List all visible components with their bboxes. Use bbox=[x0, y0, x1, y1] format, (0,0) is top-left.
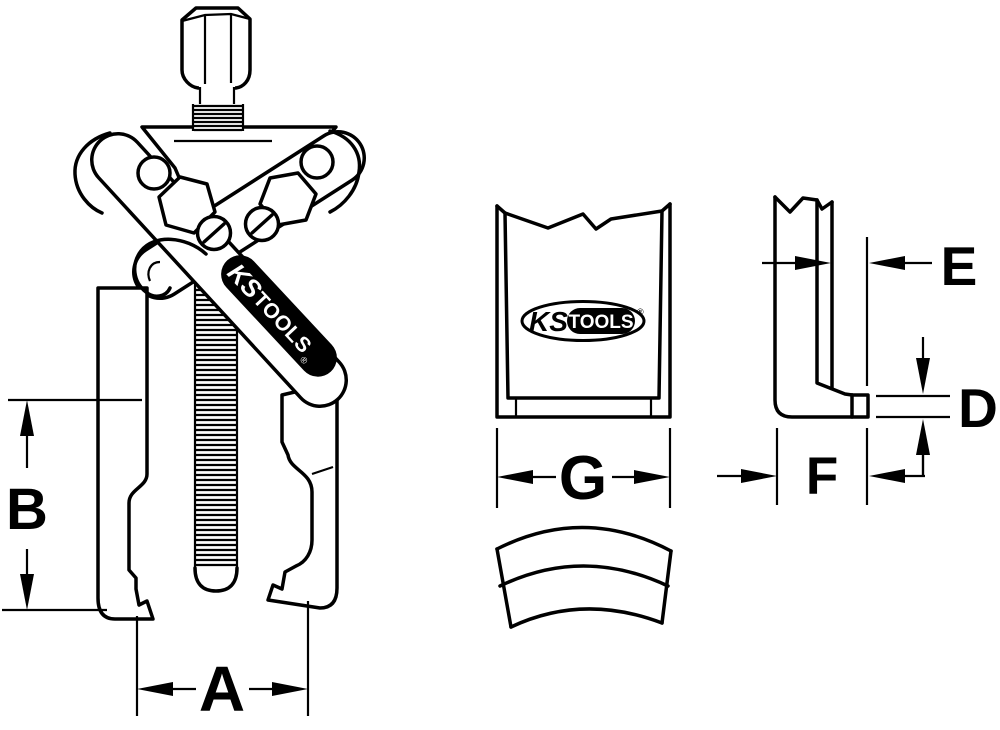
dimension-a: A bbox=[135, 601, 310, 725]
dimension-e: E bbox=[762, 235, 977, 386]
dim-label-g: G bbox=[559, 444, 607, 513]
dim-label-f: F bbox=[806, 447, 838, 506]
channel-logo-ks: KS bbox=[529, 306, 568, 337]
right-round-hole bbox=[299, 144, 335, 180]
puller-front-view: KS TOOLS ® B A bbox=[2, 6, 366, 725]
hex-head-screw-top bbox=[180, 6, 252, 132]
dimension-d: D bbox=[876, 337, 998, 476]
channel-logo: KS TOOLS ® bbox=[520, 300, 646, 342]
channel-section-view: KS TOOLS ® G bbox=[495, 202, 672, 513]
left-round-hole bbox=[136, 155, 172, 191]
channel-logo-registered: ® bbox=[637, 307, 644, 317]
dim-label-a: A bbox=[199, 653, 245, 725]
left-ear-curl bbox=[73, 131, 112, 215]
spindle-tip bbox=[193, 566, 239, 593]
right-jaw-leg bbox=[266, 380, 339, 610]
arm-logo-registered: ® bbox=[298, 354, 310, 366]
channel-logo-tools: TOOLS bbox=[568, 312, 633, 333]
dim-label-e: E bbox=[941, 235, 978, 297]
arm-hook-curl bbox=[133, 237, 208, 298]
dimension-g: G bbox=[495, 428, 672, 513]
dimension-b: B bbox=[2, 398, 142, 612]
arm-holes bbox=[136, 144, 335, 252]
jaw-arc-segment-view bbox=[495, 525, 673, 629]
left-hex-hole bbox=[157, 175, 217, 235]
dim-label-d: D bbox=[958, 377, 998, 439]
left-jaw-leg bbox=[96, 286, 155, 621]
dimension-f: F bbox=[717, 428, 925, 506]
right-ear-curl bbox=[328, 129, 362, 214]
dim-label-b: B bbox=[6, 477, 48, 542]
jaw-profile-view: E D F bbox=[717, 195, 998, 506]
neck-threads bbox=[194, 104, 242, 132]
